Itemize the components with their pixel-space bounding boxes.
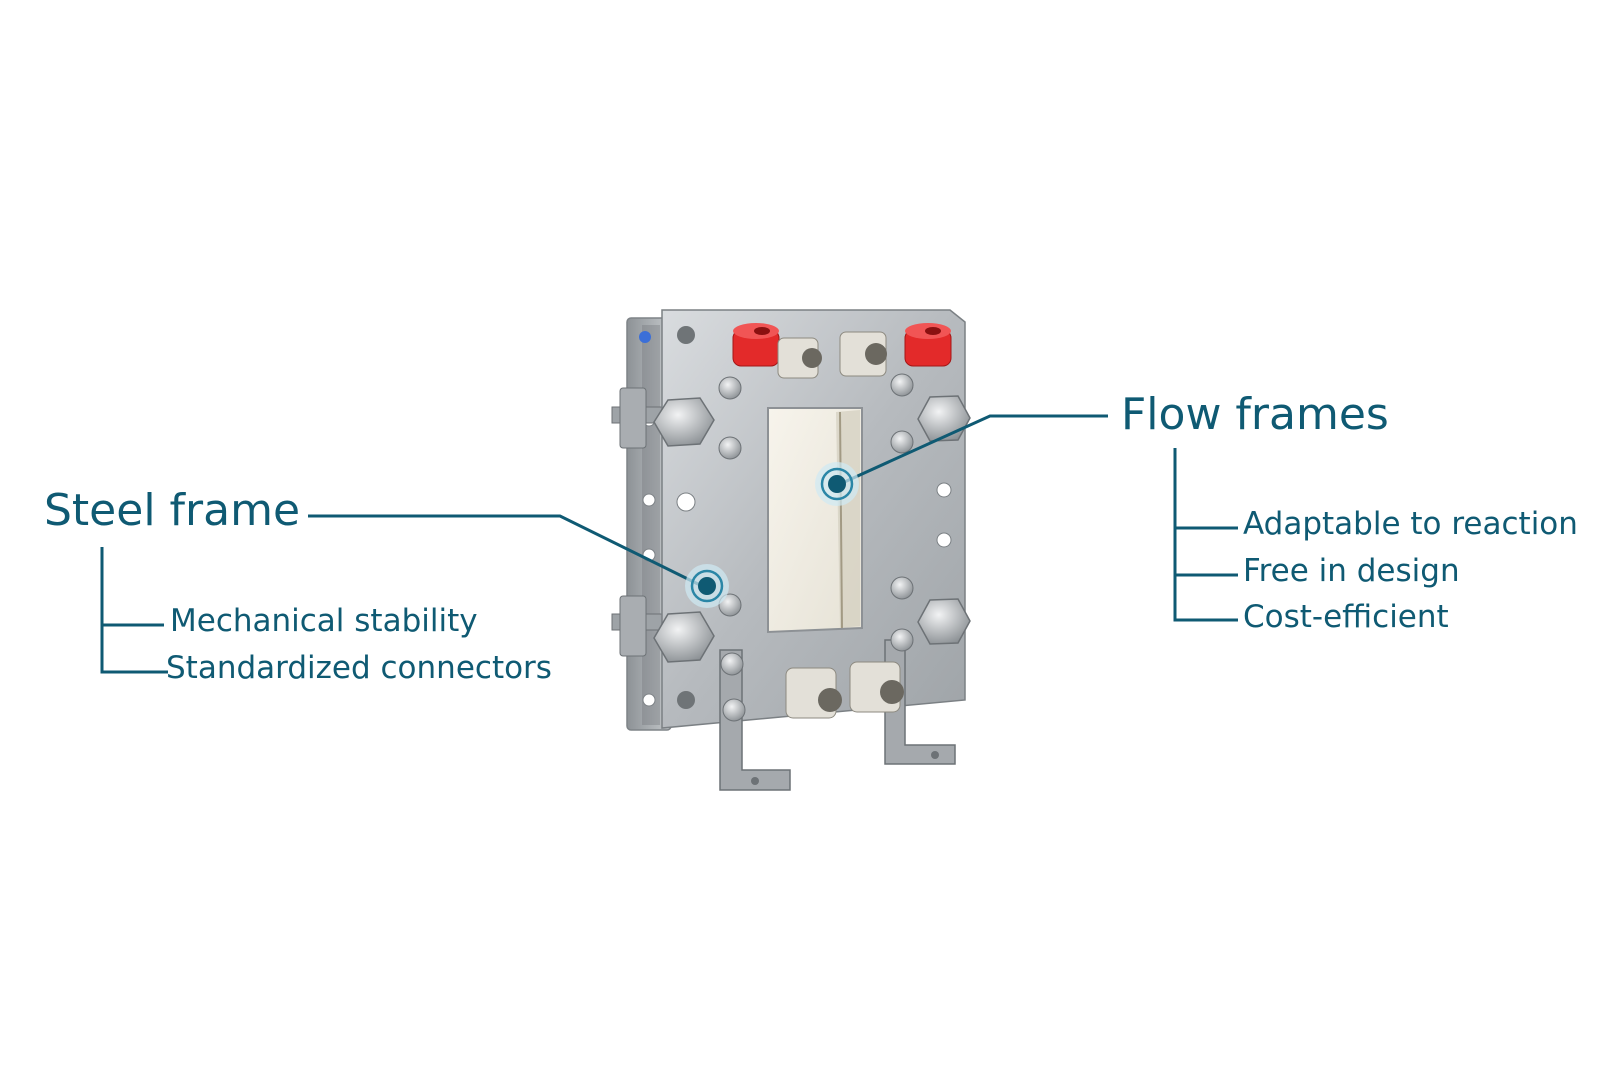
steel-frame-item-mechanical-stability: Mechanical stability xyxy=(170,603,478,639)
red-connector-icons xyxy=(732,323,952,367)
steel-frame-marker-icon xyxy=(685,564,729,608)
steel-frame-front-plate xyxy=(661,309,966,729)
bolt-icons xyxy=(653,326,971,722)
flow-frames-title: Flow frames xyxy=(1121,389,1389,440)
flow-frames-marker-icon xyxy=(815,462,859,506)
flow-frames-item-free-in-design: Free in design xyxy=(1243,553,1460,589)
steel-frame-title: Steel frame xyxy=(44,485,301,536)
callout-lines xyxy=(100,414,1238,674)
flow-frames-item-adaptable: Adaptable to reaction xyxy=(1243,506,1578,542)
flow-frames-item-cost-efficient: Cost-efficient xyxy=(1243,599,1449,635)
hose-fitting-icons xyxy=(777,331,904,719)
steel-frame-item-standardized-connectors: Standardized connectors xyxy=(166,650,552,686)
